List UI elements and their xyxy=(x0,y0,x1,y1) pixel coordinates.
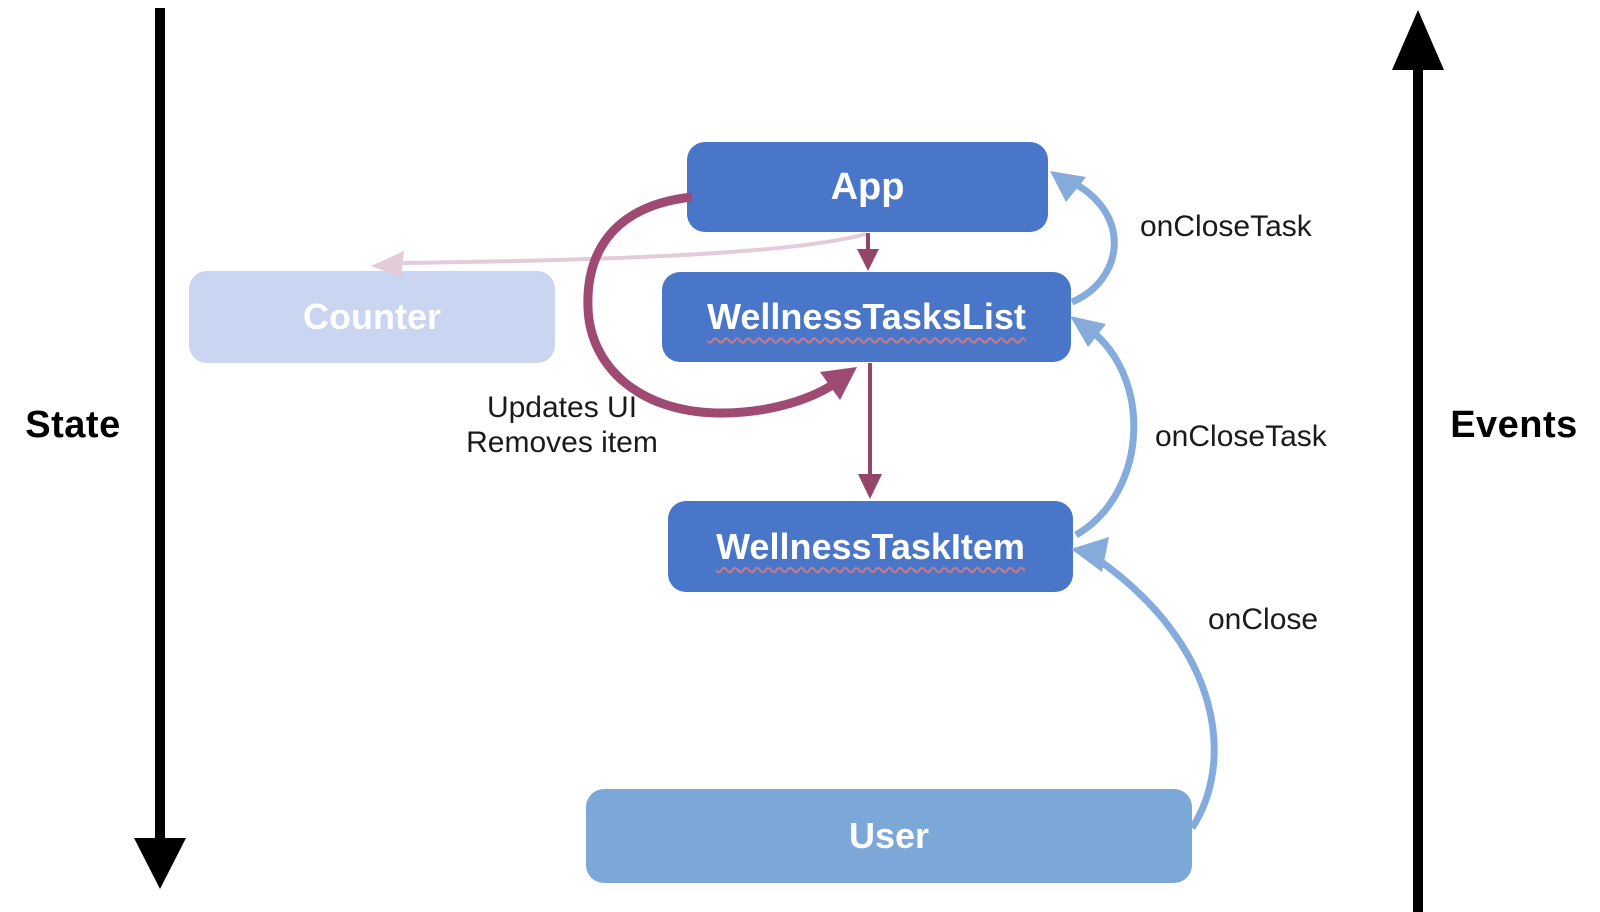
event-label-list-to-app: onCloseTask xyxy=(1140,210,1312,243)
wellness-task-item-node: WellnessTaskItem xyxy=(668,501,1073,592)
event-arrow-user-to-item xyxy=(1071,537,1218,830)
loop-note-line2: Removes item xyxy=(466,426,658,459)
state-axis-arrow xyxy=(134,8,186,889)
app-node: App xyxy=(687,142,1048,232)
wellness-task-item-node-label: WellnessTaskItem xyxy=(716,525,1025,567)
wellness-tasks-list-node-label: WellnessTasksList xyxy=(707,296,1026,337)
event-label-user-to-item: onClose xyxy=(1208,603,1319,636)
counter-node: Counter xyxy=(189,271,555,363)
state-axis-label: State xyxy=(25,404,121,446)
app-node-label: App xyxy=(830,165,905,208)
events-axis-arrow xyxy=(1392,10,1444,912)
user-node-label: User xyxy=(848,815,930,856)
events-axis-label: Events xyxy=(1450,404,1578,446)
loop-note-line1: Updates UI xyxy=(486,391,638,424)
event-label-item-to-list: onCloseTask xyxy=(1155,420,1327,453)
counter-node-label: Counter xyxy=(303,296,441,337)
event-arrow-item-to-list xyxy=(1070,316,1138,539)
props-arrow-app-to-list xyxy=(857,233,879,271)
loop-note: Updates UI Removes item xyxy=(428,390,696,460)
user-node: User xyxy=(586,789,1192,883)
wellness-tasks-list-node: WellnessTasksList xyxy=(662,272,1071,362)
props-arrow-list-to-item xyxy=(858,363,882,499)
